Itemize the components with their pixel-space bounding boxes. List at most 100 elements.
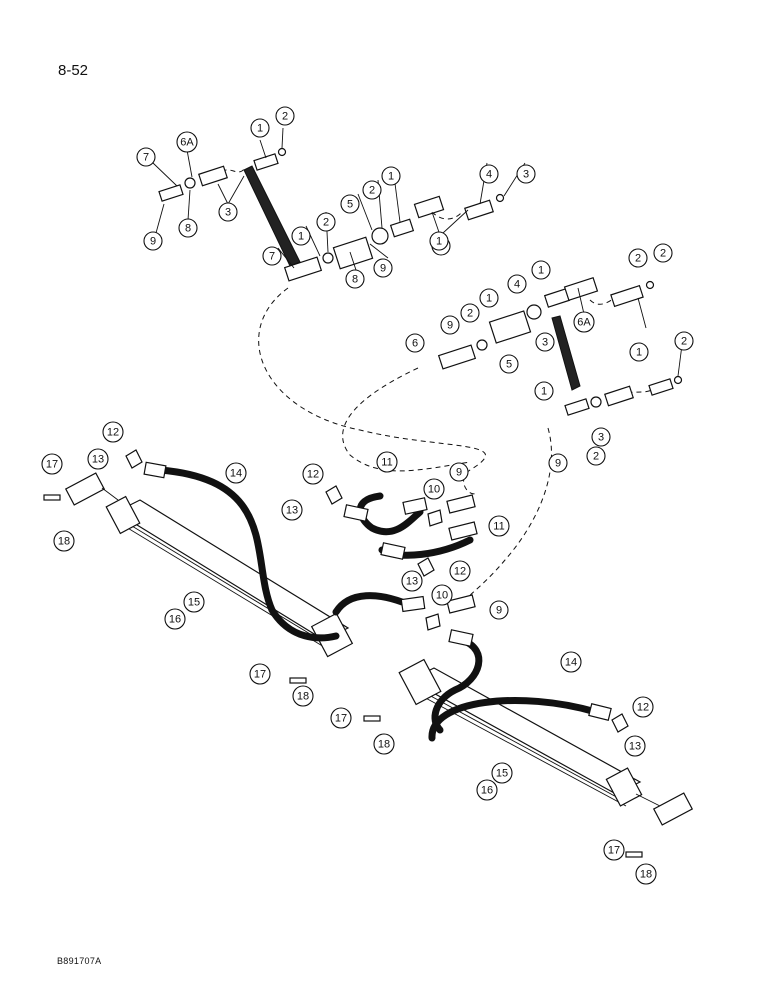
callout-circle <box>345 269 365 289</box>
callout-10: 10 <box>423 478 445 500</box>
callout-circle <box>548 453 568 473</box>
callout-label: 1 <box>538 265 544 277</box>
callout-9: 9 <box>373 258 393 278</box>
callout-circle <box>376 451 398 473</box>
callout-5: 5 <box>499 354 519 374</box>
upper-right-fittings <box>437 276 683 416</box>
callout-6A: 6A <box>176 131 198 153</box>
callout-circle <box>429 231 449 251</box>
callout-10: 10 <box>431 584 453 606</box>
callout-16: 16 <box>164 608 186 630</box>
callout-label: 18 <box>640 869 652 881</box>
callout-circle <box>53 530 75 552</box>
callout-label: 1 <box>541 386 547 398</box>
callout-label: 11 <box>493 521 504 533</box>
callout-label: 2 <box>323 217 329 229</box>
callout-circle <box>292 685 314 707</box>
callout-label: 6 <box>412 338 418 350</box>
callout-circle <box>629 342 649 362</box>
callout-circle <box>535 332 555 352</box>
callout-label: 2 <box>467 308 473 320</box>
callout-12: 12 <box>632 696 654 718</box>
upper-left-fittings <box>158 147 505 282</box>
callout-circle <box>449 560 471 582</box>
callout-label: 8 <box>185 223 191 235</box>
callout-label: 9 <box>447 320 453 332</box>
callout-circle <box>405 333 425 353</box>
callout-circle <box>488 515 510 537</box>
callout-11: 11 <box>376 451 398 473</box>
callout-18: 18 <box>373 733 395 755</box>
callout-circle <box>164 608 186 630</box>
callout-circle <box>281 499 303 521</box>
callout-17: 17 <box>41 453 63 475</box>
callout-circle <box>250 118 270 138</box>
callout-circle <box>262 246 282 266</box>
callout-8: 8 <box>178 218 198 238</box>
callout-circle <box>491 762 513 784</box>
callout-label: 3 <box>523 169 529 181</box>
callout-label: 4 <box>486 169 492 181</box>
callout-label: 2 <box>660 248 666 260</box>
callout-1: 1 <box>291 226 311 246</box>
callout-13: 13 <box>624 735 646 757</box>
callout-label: 15 <box>188 597 200 609</box>
callout-circle <box>573 311 595 333</box>
callout-label: 13 <box>286 505 298 517</box>
callout-9: 9 <box>548 453 568 473</box>
callout-label: 16 <box>169 614 181 626</box>
callout-circle <box>479 164 499 184</box>
callout-circle <box>534 381 554 401</box>
callout-5: 5 <box>340 194 360 214</box>
callout-2: 2 <box>674 331 694 351</box>
callout-circle <box>136 147 156 167</box>
hose-fittings <box>125 449 629 733</box>
callout-label: 3 <box>225 207 231 219</box>
callout-label: 1 <box>257 123 263 135</box>
callout-layer: 76A1239812521789643122141296536A12139212… <box>41 106 694 885</box>
callout-label: 8 <box>352 274 358 286</box>
callout-label: 17 <box>254 669 266 681</box>
callout-label: 9 <box>555 458 561 470</box>
callout-circle <box>373 733 395 755</box>
callout-label: 1 <box>436 236 442 248</box>
callout-circle <box>531 260 551 280</box>
callout-label: 9 <box>456 467 462 479</box>
callout-2: 2 <box>275 106 295 126</box>
callout-1: 1 <box>629 342 649 362</box>
callout-circle <box>440 315 460 335</box>
callout-8: 8 <box>345 269 365 289</box>
callout-label: 5 <box>506 359 512 371</box>
callout-circle <box>249 663 271 685</box>
callout-circle <box>476 779 498 801</box>
callout-14: 14 <box>225 462 247 484</box>
callout-circle <box>516 164 536 184</box>
callout-label: 18 <box>58 536 70 548</box>
callout-circle <box>373 258 393 278</box>
callout-13: 13 <box>281 499 303 521</box>
callout-17: 17 <box>249 663 271 685</box>
callout-circle <box>302 463 324 485</box>
callout-label: 9 <box>496 605 502 617</box>
callout-circle <box>653 243 673 263</box>
callout-label: 1 <box>298 231 304 243</box>
callout-circle <box>178 218 198 238</box>
callout-label: 17 <box>46 459 58 471</box>
callout-label: 12 <box>454 566 466 578</box>
callout-circle <box>316 212 336 232</box>
callout-label: 2 <box>635 253 641 265</box>
callout-label: 13 <box>629 741 641 753</box>
callout-circle <box>449 462 469 482</box>
callout-15: 15 <box>183 591 205 613</box>
callout-2: 2 <box>653 243 673 263</box>
callout-label: 18 <box>378 739 390 751</box>
callout-circle <box>635 863 657 885</box>
callout-label: 12 <box>307 469 319 481</box>
callout-circle <box>423 478 445 500</box>
callout-circle <box>41 453 63 475</box>
callout-label: 9 <box>380 263 386 275</box>
callout-9: 9 <box>489 600 509 620</box>
callout-circle <box>460 303 480 323</box>
callout-label: 10 <box>428 484 440 496</box>
callout-label: 2 <box>282 111 288 123</box>
